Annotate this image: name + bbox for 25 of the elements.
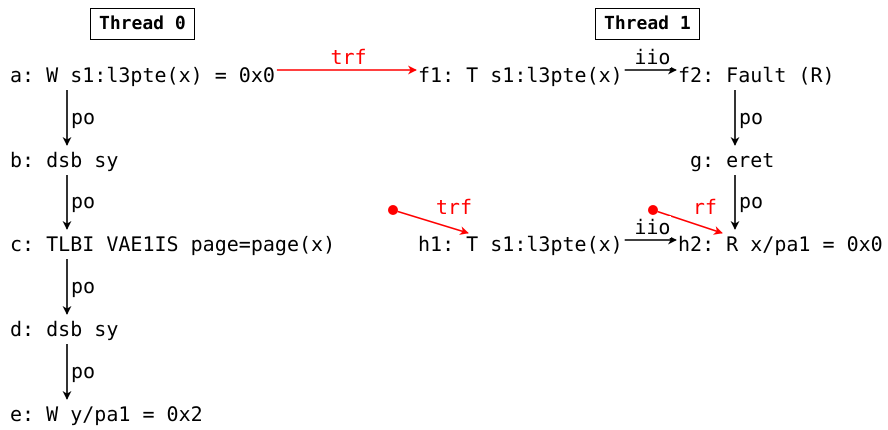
edge-label: iio bbox=[633, 46, 672, 68]
instruction-text: e: W y/pa1 = 0x2 bbox=[10, 401, 203, 427]
instruction-text: c: TLBI VAE1IS page=page(x) bbox=[10, 231, 336, 257]
instruction-text: a: W s1:l3pte(x) = 0x0 bbox=[10, 62, 275, 88]
arrow bbox=[62, 90, 72, 146]
arrow bbox=[624, 236, 677, 244]
arrow bbox=[624, 66, 677, 74]
arrow bbox=[276, 66, 417, 74]
thread-heading: Thread 0 bbox=[90, 8, 195, 40]
thread-heading: Thread 1 bbox=[595, 8, 700, 40]
arrow bbox=[730, 175, 740, 230]
arrow bbox=[730, 90, 740, 146]
arrow bbox=[62, 175, 72, 230]
instruction-text: b: dsb sy bbox=[10, 147, 118, 173]
arrow bbox=[62, 259, 72, 315]
arrow bbox=[658, 210, 723, 235]
instruction-text: h1: T s1:l3pte(x) bbox=[418, 231, 623, 257]
arrow bbox=[398, 210, 469, 235]
instruction-text: f2: Fault (R) bbox=[678, 62, 835, 88]
arrow bbox=[62, 344, 72, 400]
edge-label: iio bbox=[633, 216, 672, 238]
instruction-text: d: dsb sy bbox=[10, 316, 118, 342]
instruction-text: h2: R x/pa1 = 0x0 bbox=[678, 231, 883, 257]
instruction-text: g: eret bbox=[690, 147, 774, 173]
instruction-text: f1: T s1:l3pte(x) bbox=[418, 62, 623, 88]
